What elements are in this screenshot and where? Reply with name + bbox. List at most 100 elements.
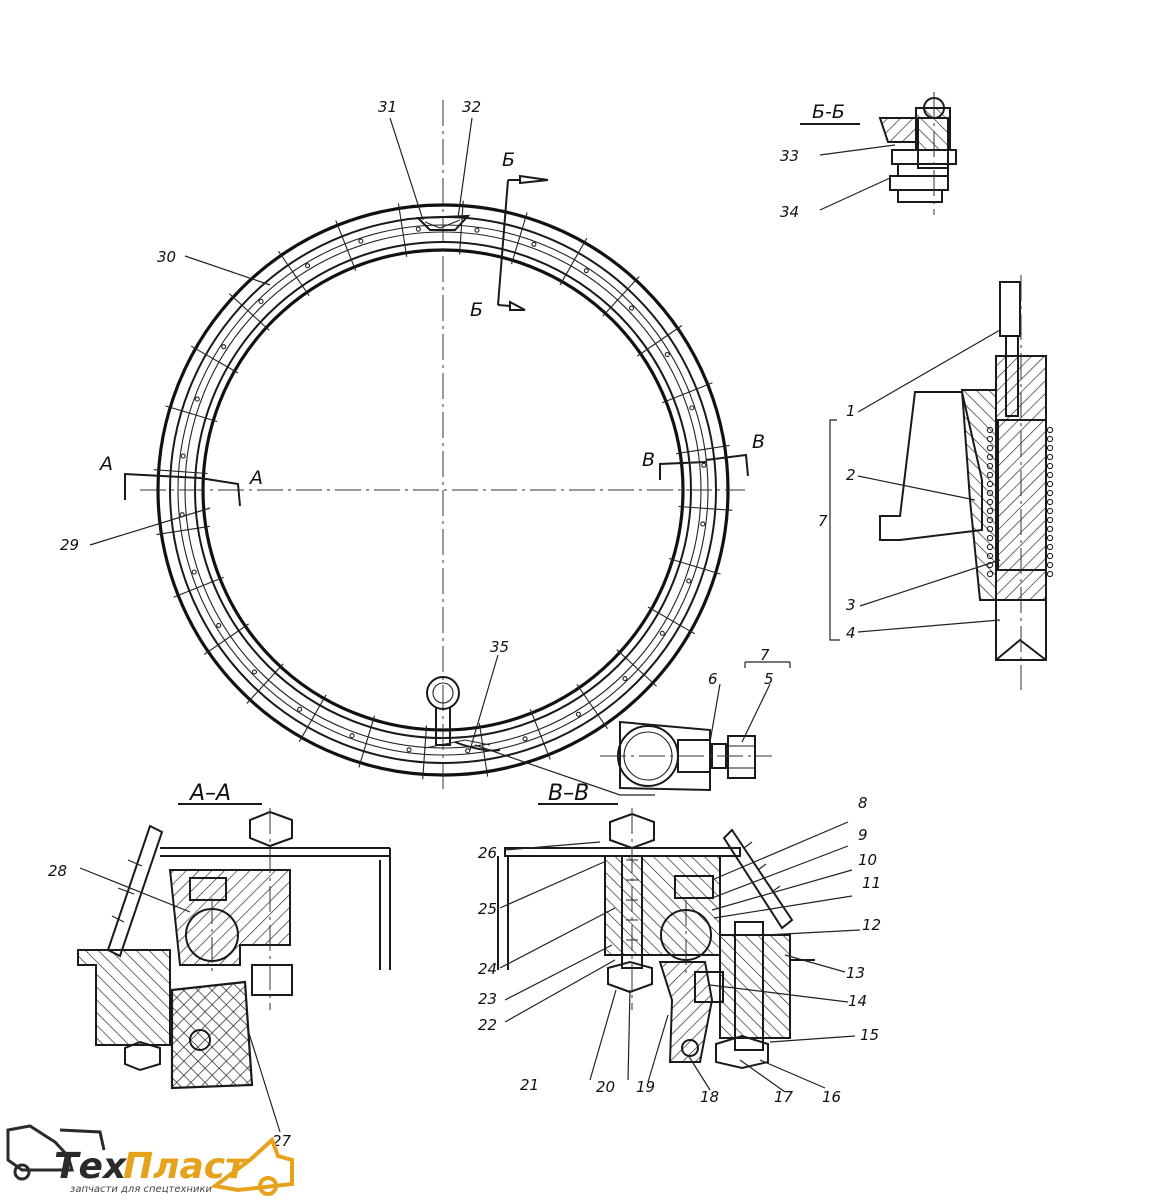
ring-tick [647,606,696,635]
spring-coil [1046,444,1054,452]
section-vv-title: В–В [548,781,589,806]
ring-tick [662,382,713,404]
ring-tick [278,250,310,296]
label-33: 33 [780,147,799,165]
ring-bolt [297,706,303,712]
label-29: 29 [60,536,79,554]
label-24: 24 [478,960,497,978]
section-a-right-mark: A [248,467,263,489]
section-bb-view [800,92,957,215]
spring-coil [1046,516,1054,524]
ring-tick [576,684,608,730]
label-31: 31 [378,98,397,116]
label-23: 23 [478,990,497,1008]
ring-tick [616,649,657,687]
label-26: 26 [478,844,497,862]
ring-tick [358,715,376,768]
label-16: 16 [822,1088,841,1106]
label-15: 15 [860,1026,879,1044]
ring-tick [529,709,551,760]
label-20: 20 [596,1078,615,1096]
ring-bolt [622,675,628,682]
ring-tick [510,212,528,265]
label-32: 32 [462,98,481,116]
ring-bolt [659,630,665,636]
label-3: 3 [846,596,856,614]
spring-coil [1046,426,1054,434]
label-14: 14 [848,992,867,1010]
spring-coil [1046,453,1054,461]
ring-tick [637,325,683,357]
ring-bolt [216,622,222,628]
ring-bolt [686,578,692,584]
ring-bolt [258,298,264,305]
ring-bolt [664,352,670,358]
ring-tick [458,200,464,255]
ring-bolt [689,405,695,411]
label-19: 19 [636,1078,655,1096]
ring-bolt [180,453,186,459]
logo-tagline: запчасти для спецтехники [70,1184,212,1195]
spring-coil [1046,561,1054,569]
section-aa-title: A–A [188,781,231,806]
company-logo: Тех Пласт запчасти для спецтехники [6,1124,294,1196]
ring-tick [678,505,733,511]
ring-tick [156,525,210,536]
section-v-left-mark: В [642,449,655,471]
ring-bolt [575,711,581,717]
logo-text-accent: Пласт [123,1146,248,1187]
label-8: 8 [858,794,868,812]
ring-bolt [700,521,706,527]
spring-coil [1046,462,1054,470]
ring-bolt [701,462,707,468]
ring-plan-view [124,100,749,790]
ring-tick [153,469,208,475]
label-18: 18 [700,1088,719,1106]
ring-bolt [191,569,197,575]
spring-coil [1046,498,1054,506]
detail-1-4-view [829,275,1054,690]
ring-tick [676,444,730,455]
label-35: 35 [490,638,509,656]
ring-bolt [406,747,412,753]
label-34: 34 [780,203,799,221]
section-vv-view [497,803,861,1093]
ring-tick [602,276,640,317]
ring-bolt [251,669,258,675]
label-13: 13 [846,964,865,982]
ring-bolt [628,305,635,311]
label-10: 10 [858,851,877,869]
ring-tick [246,663,284,704]
ring-tick [397,203,408,257]
spring-coil [1046,471,1054,479]
section-v-right-mark: В [752,431,765,453]
label-2: 2 [846,466,856,484]
label-25: 25 [478,900,497,918]
label-17: 17 [774,1088,794,1106]
ring-bolt [415,226,421,232]
label-27: 27 [272,1132,292,1150]
spring-coil [1046,507,1054,515]
label-28: 28 [48,862,67,880]
spring-coil [1046,480,1054,488]
ring-tick [203,623,249,655]
label-6: 6 [708,670,718,688]
ring-bolt [465,748,471,754]
label-22: 22 [478,1016,497,1034]
label-9: 9 [858,826,868,844]
logo-text-dark: Тех [54,1146,128,1187]
section-a-left-mark: A [98,453,113,475]
detail-5-6 [474,661,791,796]
ring-tick [165,405,218,423]
ring-bolt [349,733,355,739]
label-12: 12 [862,916,881,934]
ring-tick [298,694,327,743]
ring-tick [335,220,357,271]
ring-bolt [474,227,480,233]
ring-bolt [583,268,589,274]
spring-coil [1046,489,1054,497]
ring-tick [229,293,270,331]
ring-tick [190,345,239,374]
spring-coil [1046,543,1054,551]
